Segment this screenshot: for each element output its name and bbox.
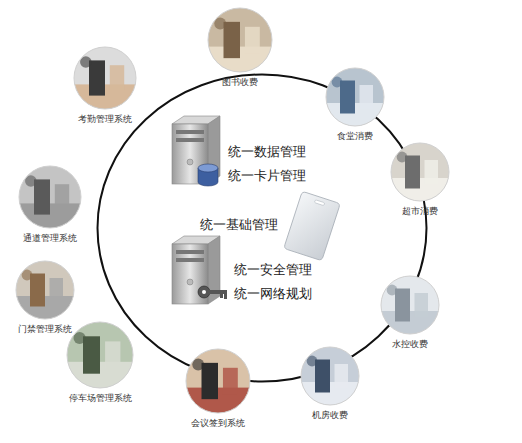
photo-circle: [65, 321, 135, 391]
photo-circle: [206, 7, 274, 75]
photo-rim: [67, 322, 133, 388]
key-icon: [198, 286, 227, 299]
photo-circle: [389, 142, 451, 204]
photo-rim: [74, 47, 136, 109]
subsystem-label: 考勤管理系统: [78, 114, 132, 125]
subsystem-label: 超市消费: [402, 206, 438, 217]
database-icon: [198, 164, 218, 186]
subsystem-photo: 水控收费: [379, 275, 441, 350]
photo-content: [17, 165, 83, 231]
photo-content: [299, 346, 361, 408]
hub-function: 统一基础管理: [200, 216, 278, 234]
photo-rim: [16, 261, 74, 319]
photo-rim: [186, 349, 250, 413]
subsystem-photo: 考勤管理系统: [72, 46, 138, 125]
hub-ring: [98, 75, 427, 382]
hub-function: 统一卡片管理: [228, 167, 306, 185]
hub-circle: 统一数据管理统一卡片管理统一基础管理统一安全管理统一网络规划: [96, 73, 428, 383]
subsystem-label: 图书收费: [222, 77, 258, 88]
photo-rim: [301, 347, 359, 405]
photo-content: [379, 275, 441, 337]
photo-rim: [391, 143, 449, 201]
photo-content: [206, 7, 274, 75]
subsystem-photo: 通道管理系统: [17, 165, 83, 244]
hub-function: 统一数据管理: [228, 143, 306, 161]
subsystem-label: 机房收费: [312, 410, 348, 421]
hub-function: 统一安全管理: [234, 261, 312, 279]
subsystem-photo: 超市消费: [389, 142, 451, 217]
subsystem-photo: 图书收费: [206, 7, 274, 88]
photo-circle: [14, 260, 76, 322]
subsystem-photo: 机房收费: [299, 346, 361, 421]
photo-content: [14, 260, 76, 322]
photo-circle: [184, 348, 252, 416]
photo-rim: [326, 68, 384, 126]
photo-content: [389, 142, 451, 204]
photo-content: [65, 321, 135, 391]
subsystem-label: 水控收费: [392, 339, 428, 350]
subsystem-photo: 食堂消费: [324, 67, 386, 142]
photo-content: [324, 67, 386, 129]
subsystem-label: 通道管理系统: [23, 233, 77, 244]
subsystem-photo: 会议签到系统: [184, 348, 252, 429]
photo-content: [184, 348, 252, 416]
photo-rim: [19, 166, 81, 228]
photo-rim: [381, 276, 439, 334]
photo-content: [72, 46, 138, 112]
photo-circle: [17, 165, 83, 231]
subsystem-label: 食堂消费: [337, 131, 373, 142]
subsystem-label: 会议签到系统: [191, 418, 245, 429]
subsystem-photo: 停车场管理系统: [65, 321, 135, 404]
hub-function: 统一网络规划: [234, 285, 312, 303]
subsystem-label: 门禁管理系统: [18, 324, 72, 335]
photo-circle: [324, 67, 386, 129]
rfid-card: [284, 191, 341, 260]
subsystem-label: 停车场管理系统: [69, 393, 132, 404]
photo-circle: [299, 346, 361, 408]
photo-rim: [208, 8, 272, 72]
photo-circle: [72, 46, 138, 112]
photo-circle: [379, 275, 441, 337]
subsystem-photo: 门禁管理系统: [14, 260, 76, 335]
